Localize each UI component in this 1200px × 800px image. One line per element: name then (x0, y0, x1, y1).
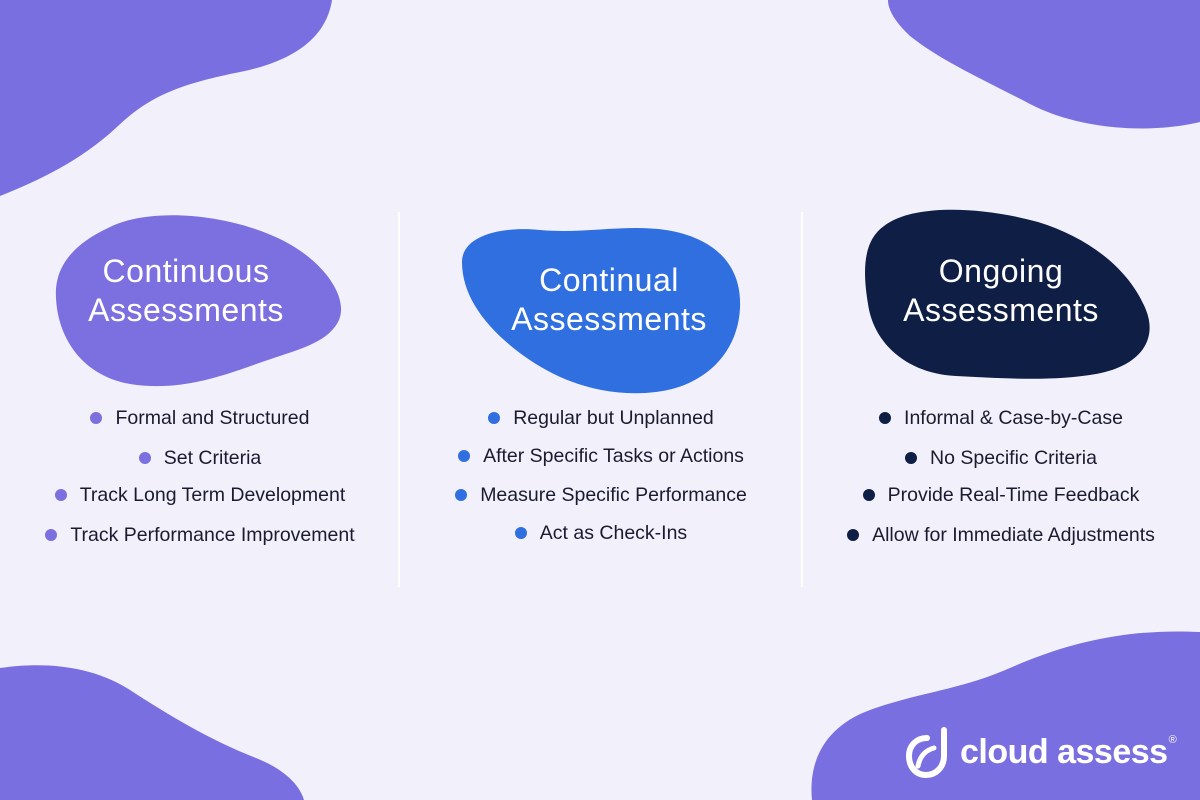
continual-assessments-title: Continual Assessments (482, 261, 736, 339)
list-item-label: Regular but Unplanned (513, 406, 714, 429)
bullet-dot-icon (90, 412, 103, 424)
title-line-1: Ongoing (938, 253, 1064, 289)
continuous-assessments-title: Continuous Assessments (60, 252, 312, 330)
bullet-dot-icon (54, 489, 67, 501)
list-item-label: Set Criteria (163, 446, 262, 469)
list-item: After Specific Tasks or Actions (400, 443, 802, 469)
title-line-2: Assessments (88, 292, 284, 328)
bullet-dot-icon (488, 412, 501, 424)
corner-blob-bottom-left (0, 665, 304, 800)
bullet-dot-icon (45, 529, 58, 541)
list-item-label: Formal and Structured (115, 406, 310, 429)
ongoing-assessments-title: Ongoing Assessments (876, 252, 1126, 330)
list-item: Track Performance Improvement (0, 522, 400, 548)
bullet-dot-icon (879, 412, 892, 424)
list-item: Provide Real-Time Feedback (802, 482, 1200, 508)
bullet-dot-icon (847, 529, 860, 541)
list-item-label: Track Performance Improvement (70, 523, 355, 546)
column-divider-1 (398, 212, 400, 587)
ongoing-blob (865, 209, 1150, 379)
bullet-dot-icon (138, 452, 151, 464)
list-item: Measure Specific Performance (400, 482, 802, 508)
bullet-dot-icon (458, 450, 471, 462)
registered-mark: ® (1168, 734, 1177, 746)
corner-blob-top-right (888, 0, 1200, 129)
list-item-label: No Specific Criteria (930, 446, 1097, 469)
list-item: No Specific Criteria (802, 445, 1200, 471)
title-line-2: Assessments (903, 292, 1099, 328)
list-item: Allow for Immediate Adjustments (802, 522, 1200, 548)
logo-wordmark: cloud assess (960, 732, 1168, 771)
continual-assessments-column: Continual Assessments Regular but Unplan… (400, 0, 802, 800)
list-item: Formal and Structured (0, 405, 400, 431)
list-item-label: Track Long Term Development (79, 483, 346, 506)
list-item-label: Measure Specific Performance (480, 483, 747, 506)
title-line-1: Continuous (102, 253, 270, 289)
continual-assessments-list: Regular but Unplanned After Specific Tas… (400, 0, 802, 800)
list-item: Informal & Case-by-Case (802, 405, 1200, 431)
list-item-label: After Specific Tasks or Actions (483, 444, 744, 467)
bullet-dot-icon (514, 527, 527, 539)
title-line-1: Continual (539, 262, 679, 298)
list-item-label: Act as Check-Ins (539, 521, 688, 544)
cloud-assess-logo: cloud assess ® (906, 726, 1177, 778)
list-item: Set Criteria (0, 445, 400, 471)
column-divider-2 (801, 212, 803, 587)
title-line-2: Assessments (511, 301, 707, 337)
continuous-assessments-list: Formal and Structured Set Criteria Track… (0, 0, 400, 800)
corner-blob-top-left (0, 0, 332, 196)
bullet-dot-icon (905, 452, 918, 464)
list-item: Track Long Term Development (0, 482, 400, 508)
continuous-blob (55, 215, 342, 387)
list-item-label: Informal & Case-by-Case (904, 406, 1123, 429)
continual-blob (462, 228, 741, 394)
list-item: Regular but Unplanned (400, 405, 802, 431)
list-item: Act as Check-Ins (400, 520, 802, 546)
bullet-dot-icon (862, 489, 875, 501)
list-item-label: Allow for Immediate Adjustments (872, 523, 1155, 546)
list-item-label: Provide Real-Time Feedback (887, 483, 1140, 506)
ongoing-assessments-list: Informal & Case-by-Case No Specific Crit… (802, 0, 1200, 800)
ongoing-assessments-column: Ongoing Assessments Informal & Case-by-C… (802, 0, 1200, 800)
bullet-dot-icon (455, 489, 468, 501)
cloud-assess-logo-icon (906, 727, 947, 778)
continuous-assessments-column: Continuous Assessments Formal and Struct… (0, 0, 400, 800)
